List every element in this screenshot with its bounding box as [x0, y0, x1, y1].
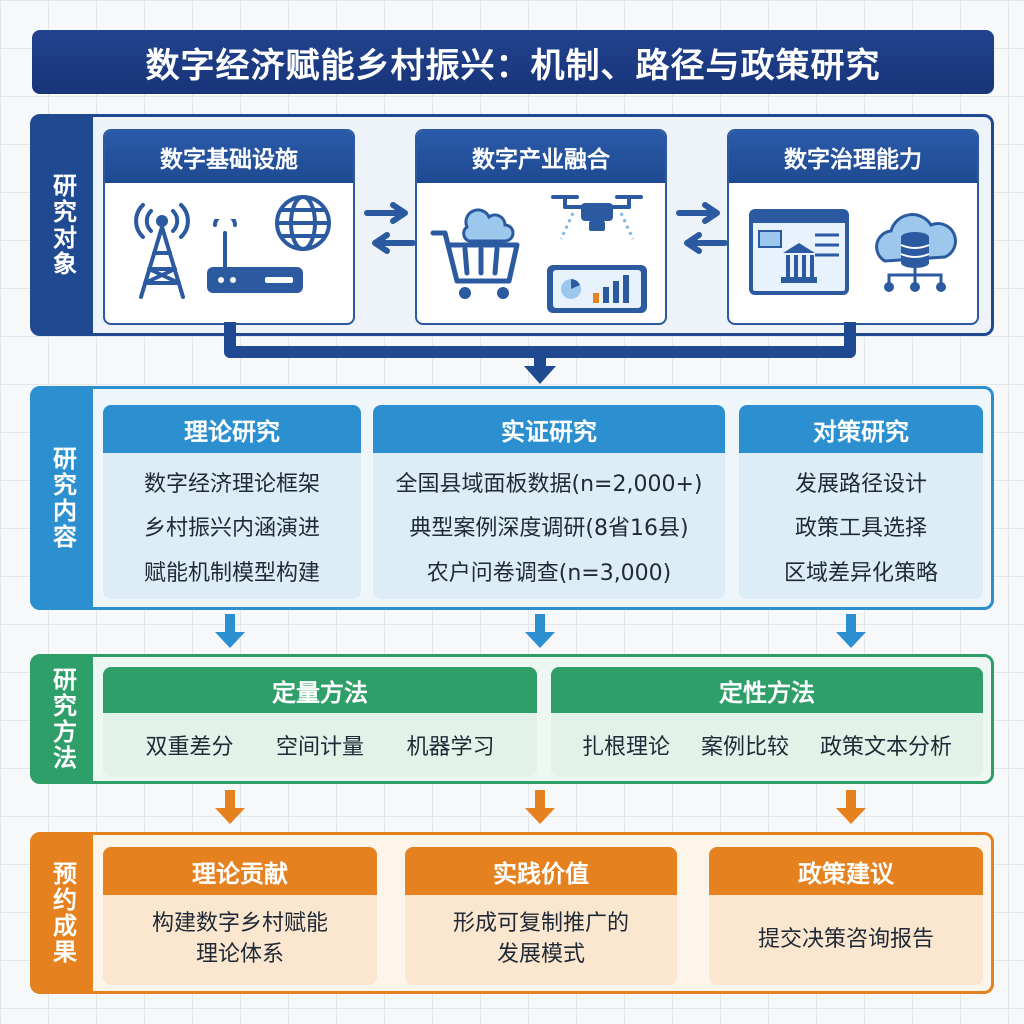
qualitative-methods-card: 定性方法 扎根理论 案例比较 政策文本分析 — [551, 667, 983, 777]
list-item: 案例比较 — [700, 735, 789, 760]
practical-value-title: 实践价值 — [405, 847, 677, 895]
list-item: 赋能机制模型构建 — [143, 560, 320, 586]
list-item: 典型案例深度调研(8省16县) — [409, 516, 689, 541]
list-item: 空间计量 — [275, 735, 364, 760]
digital-governance-card: 数字治理能力 — [727, 129, 979, 325]
quantitative-methods-title: 定量方法 — [103, 667, 537, 713]
list-item: 数字经济理论框架 — [143, 471, 320, 497]
list-item: 区域差异化策略 — [783, 560, 938, 586]
list-item: 乡村振兴内涵演进 — [143, 516, 320, 541]
cloud-shopping-cart-icon — [430, 208, 520, 299]
digital-infrastructure-card: 数字基础设施 — [103, 129, 355, 325]
page-title: 数字经济赋能乡村振兴：机制、路径与政策研究 — [32, 30, 994, 94]
router-icon — [207, 219, 303, 293]
tablet-chart-icon — [547, 265, 647, 313]
theory-contribution-card: 理论贡献 构建数字乡村赋能 理论体系 — [103, 847, 377, 985]
result-line: 提交决策咨询报告 — [757, 926, 934, 952]
research-methods-label: 研究方法 — [33, 657, 93, 781]
list-item: 扎根理论 — [581, 735, 670, 760]
down-arrow-icon — [215, 790, 245, 824]
policy-suggestion-title: 政策建议 — [709, 847, 983, 895]
bidirectional-arrows-icon — [364, 202, 416, 254]
result-line: 形成可复制推广的 — [452, 911, 629, 937]
research-content-section: 研究内容 理论研究 数字经济理论框架 乡村振兴内涵演进 赋能机制模型构建 实证研… — [30, 386, 994, 610]
list-item: 政策工具选择 — [794, 516, 927, 541]
down-arrow-icon — [215, 614, 245, 648]
list-item: 发展路径设计 — [794, 471, 927, 497]
empirical-research-title: 实证研究 — [373, 405, 725, 453]
drone-icon — [551, 195, 643, 240]
result-line: 发展模式 — [496, 942, 585, 967]
down-arrow-icon — [524, 366, 556, 384]
quantitative-methods-card: 定量方法 双重差分 空间计量 机器学习 — [103, 667, 537, 777]
list-item: 机器学习 — [406, 735, 495, 760]
bidirectional-arrows-icon — [676, 202, 728, 254]
expected-results-label: 预约成果 — [33, 835, 93, 991]
theory-research-card: 理论研究 数字经济理论框架 乡村振兴内涵演进 赋能机制模型构建 — [103, 405, 361, 599]
cloud-database-icon — [875, 213, 957, 292]
qualitative-methods-title: 定性方法 — [551, 667, 983, 713]
policy-suggestion-card: 政策建议 提交决策咨询报告 — [709, 847, 983, 985]
practical-value-card: 实践价值 形成可复制推广的 发展模式 — [405, 847, 677, 985]
list-item: 政策文本分析 — [819, 735, 952, 760]
digital-industry-card: 数字产业融合 — [415, 129, 667, 325]
research-methods-section: 研究方法 定量方法 双重差分 空间计量 机器学习 定性方法 扎根理论 案例比较 … — [30, 654, 994, 784]
policy-research-card: 对策研究 发展路径设计 政策工具选择 区域差异化策略 — [739, 405, 983, 599]
result-line: 理论体系 — [195, 942, 284, 967]
policy-research-title: 对策研究 — [739, 405, 983, 453]
globe-icon — [275, 195, 331, 251]
empirical-research-card: 实证研究 全国县域面板数据(n=2,000+) 典型案例深度调研(8省16县) … — [373, 405, 725, 599]
down-arrow-icon — [525, 790, 555, 824]
expected-results-section: 预约成果 理论贡献 构建数字乡村赋能 理论体系 实践价值 形成可复制推广的 发展… — [30, 832, 994, 994]
research-objects-label: 研究对象 — [33, 117, 93, 333]
digital-industry-title: 数字产业融合 — [417, 131, 665, 183]
digital-governance-title: 数字治理能力 — [729, 131, 977, 183]
theory-research-title: 理论研究 — [103, 405, 361, 453]
signal-tower-icon — [134, 203, 190, 299]
research-content-label: 研究内容 — [33, 389, 93, 607]
list-item: 农户问卷调查(n=3,000) — [426, 560, 672, 586]
research-objects-section: 研究对象 数字基础设施 — [30, 114, 994, 336]
theory-contribution-title: 理论贡献 — [103, 847, 377, 895]
list-item: 全国县域面板数据(n=2,000+) — [395, 471, 703, 497]
list-item: 双重差分 — [145, 735, 234, 760]
down-arrow-icon — [836, 790, 866, 824]
down-arrow-icon — [836, 614, 866, 648]
down-arrow-icon — [525, 614, 555, 648]
digital-infrastructure-title: 数字基础设施 — [105, 131, 353, 183]
government-portal-icon — [749, 209, 849, 295]
result-line: 构建数字乡村赋能 — [151, 911, 328, 937]
